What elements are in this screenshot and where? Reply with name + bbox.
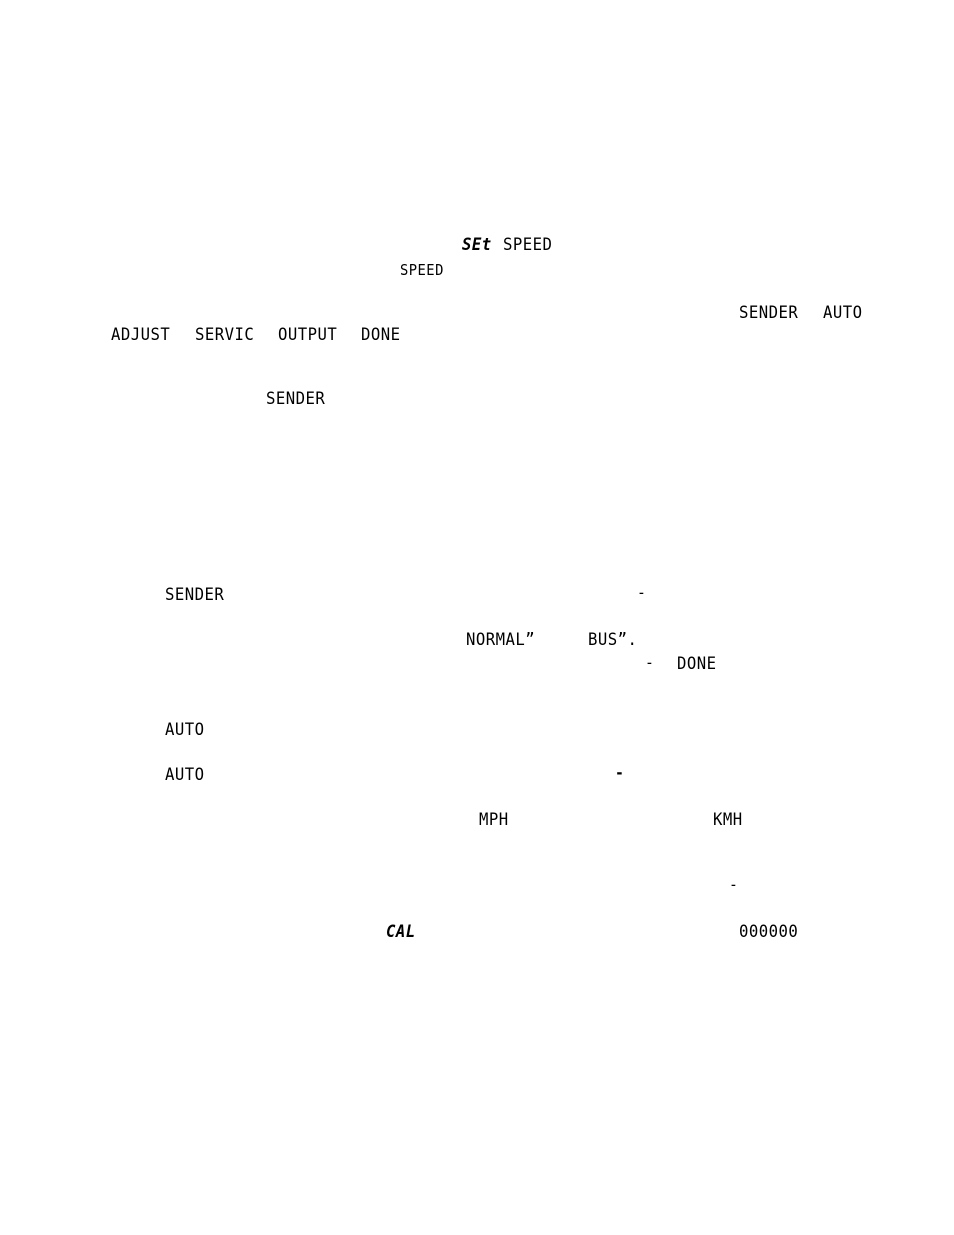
output-menu-label: OUTPUT xyxy=(278,325,338,345)
speed-label-small: SPEED xyxy=(400,261,444,279)
done-dash: - xyxy=(645,653,655,672)
set-label: SEt xyxy=(462,235,492,255)
units-dash: - xyxy=(729,875,739,894)
cal-label: CAL xyxy=(386,922,416,942)
done-label: DONE xyxy=(677,654,717,674)
auto-item-label: AUTO xyxy=(165,720,205,740)
normal-label: NORMAL” xyxy=(466,630,536,650)
mph-label: MPH xyxy=(479,810,509,830)
sender-label: SENDER xyxy=(266,389,326,409)
auto-item-label-2: AUTO xyxy=(165,765,205,785)
sender-menu-label: SENDER xyxy=(739,303,799,323)
sender-item-dash: - xyxy=(637,583,647,602)
auto-menu-label: AUTO xyxy=(823,303,863,323)
sender-item-label: SENDER xyxy=(165,585,225,605)
kmh-label: KMH xyxy=(713,810,743,830)
adjust-menu-label: ADJUST xyxy=(111,325,171,345)
bus-label: BUS”. xyxy=(588,630,638,650)
auto-item-dash: - xyxy=(615,763,625,782)
speed-label: SPEED xyxy=(503,235,553,255)
servic-menu-label: SERVIC xyxy=(195,325,255,345)
zeros-readout: 000000 xyxy=(739,922,799,942)
done-menu-label: DONE xyxy=(361,325,401,345)
